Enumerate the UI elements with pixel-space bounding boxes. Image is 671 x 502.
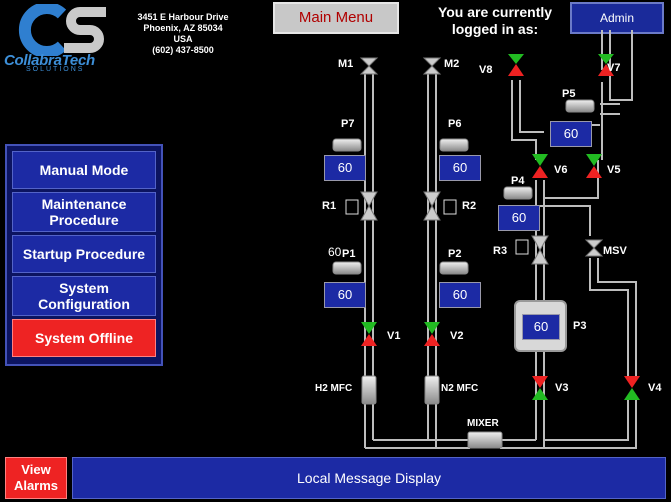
valve-v2-label: V2: [450, 330, 464, 342]
sensor-p5-label: P5: [562, 88, 576, 100]
view-alarms-button[interactable]: View Alarms: [5, 457, 67, 499]
sensor-p1-overlay: 60: [328, 245, 342, 259]
system-offline-button[interactable]: System Offline: [12, 319, 156, 357]
sensor-p7-label: P7: [341, 118, 355, 130]
user-admin-button[interactable]: Admin: [570, 2, 664, 34]
valve-v8-label: V8: [479, 64, 493, 76]
sensor-p2-label: P2: [448, 248, 462, 260]
sensor-p1-value: 60: [324, 282, 366, 308]
valve-m2-label: M2: [444, 58, 460, 70]
sensor-p3-label: P3: [573, 320, 587, 332]
sensor-p3-value: 60: [522, 314, 560, 340]
address-line-1: 3451 E Harbour Drive: [137, 12, 229, 22]
local-message-display: Local Message Display: [72, 457, 666, 499]
manual-valve-icons: [359, 57, 604, 257]
sensor-p7-value: 60: [324, 155, 366, 181]
navigation-menu: Manual Mode Maintenance Procedure Startu…: [5, 144, 163, 366]
valve-v6-label: V6: [554, 164, 568, 176]
valve-v1-label: V1: [387, 330, 401, 342]
n2-mfc-label: N2 MFC: [441, 383, 479, 394]
address-line-3: USA: [173, 34, 193, 44]
regulator-r1-label: R1: [322, 200, 337, 212]
main-menu-button[interactable]: Main Menu: [273, 2, 399, 34]
sensor-p6-value: 60: [439, 155, 481, 181]
sensor-p2-value: 60: [439, 282, 481, 308]
maintenance-procedure-button[interactable]: Maintenance Procedure: [12, 192, 156, 232]
sensor-p6-label: P6: [448, 118, 462, 130]
valve-m1-label: M1: [338, 58, 354, 70]
startup-procedure-button[interactable]: Startup Procedure: [12, 235, 156, 273]
sensor-p5-value: 60: [550, 121, 592, 147]
regulator-r2-label: R2: [462, 200, 477, 212]
valve-msv-label: MSV: [603, 245, 627, 257]
collabratech-logo-icon: [18, 4, 106, 56]
h2-mfc-label: H2 MFC: [315, 383, 353, 394]
valve-v5-label: V5: [607, 164, 621, 176]
sensor-p1-label: P1: [342, 248, 356, 260]
address-line-2: Phoenix, AZ 85034: [143, 23, 223, 33]
sensor-p4-label: P4: [511, 175, 525, 187]
valve-v4-label: V4: [648, 382, 662, 394]
valve-v7-label: V7: [607, 62, 621, 74]
valve-v3-label: V3: [555, 382, 569, 394]
company-address: 3451 E Harbour Drive Phoenix, AZ 85034 U…: [128, 12, 238, 56]
manual-mode-button[interactable]: Manual Mode: [12, 151, 156, 189]
regulator-r3-label: R3: [493, 245, 508, 257]
mixer-label: MIXER: [467, 418, 499, 429]
phone-number: (602) 437-8500: [152, 45, 214, 55]
system-configuration-button[interactable]: System Configuration: [12, 276, 156, 316]
company-tagline: SOLUTIONS: [26, 66, 85, 73]
logged-in-text: You are currently logged in as:: [437, 4, 553, 37]
company-name: CollabraTech: [4, 52, 95, 69]
sensor-p4-value: 60: [498, 205, 540, 231]
